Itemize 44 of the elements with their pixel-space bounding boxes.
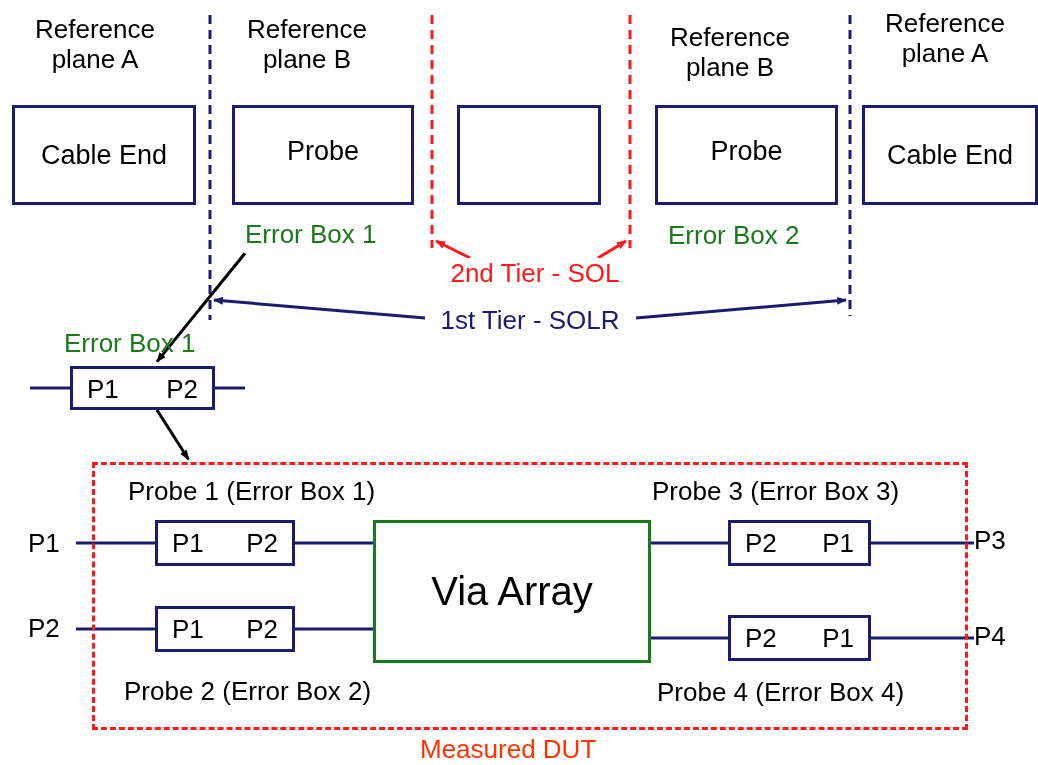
connector-line (215, 386, 245, 390)
port-label: P2 (166, 374, 198, 404)
error-box-label: Error Box 1 (245, 218, 405, 250)
connector-line (871, 636, 974, 640)
probe-box: Probe (655, 105, 838, 205)
plane-label: Reference plane B (669, 22, 791, 82)
plane-label: Reference plane A (34, 14, 156, 74)
boundary-label: Measured DUT (420, 734, 597, 764)
cable-end-box: Cable End (862, 105, 1038, 205)
error-box-label: Error Box 2 (668, 220, 800, 250)
box-heading: Probe 3 (Error Box 3) (652, 476, 900, 506)
standard-box (457, 105, 601, 205)
port-label: P1 (172, 614, 204, 644)
plane-label: Reference plane B (246, 14, 368, 74)
plane-label: Reference plane A (884, 8, 1006, 68)
port-label: P2 (745, 623, 777, 653)
connector-line (30, 386, 70, 390)
connector-line (651, 541, 728, 545)
connector-line (295, 541, 373, 545)
box-heading: Probe 4 (Error Box 4) (657, 677, 905, 707)
port-label: P1 (822, 623, 854, 653)
connector-line (295, 627, 373, 631)
port-label: P3 (974, 525, 1026, 555)
arrow (155, 409, 190, 461)
box-heading: Probe 1 (Error Box 1) (128, 476, 376, 506)
port-label: P1 (28, 528, 76, 558)
connector-line (76, 541, 155, 545)
port-label: P1 (87, 374, 119, 404)
probe-box: Probe (232, 105, 414, 205)
arrow (155, 252, 247, 363)
port-label: P4 (974, 621, 1026, 651)
cable-end-box: Cable End (12, 105, 196, 205)
port-label: P2 (246, 614, 278, 644)
port-label: P2 (28, 613, 76, 643)
connector-line (651, 636, 728, 640)
port-label: P2 (745, 528, 777, 558)
box-heading: Error Box 1 (64, 328, 196, 358)
connector-line (76, 627, 155, 631)
connector-line (871, 541, 974, 545)
port-label: P2 (246, 528, 278, 558)
port-label: P1 (172, 528, 204, 558)
port-label: P1 (822, 528, 854, 558)
box-heading: Probe 2 (Error Box 2) (124, 676, 372, 706)
via-array-box: Via Array (373, 520, 651, 663)
